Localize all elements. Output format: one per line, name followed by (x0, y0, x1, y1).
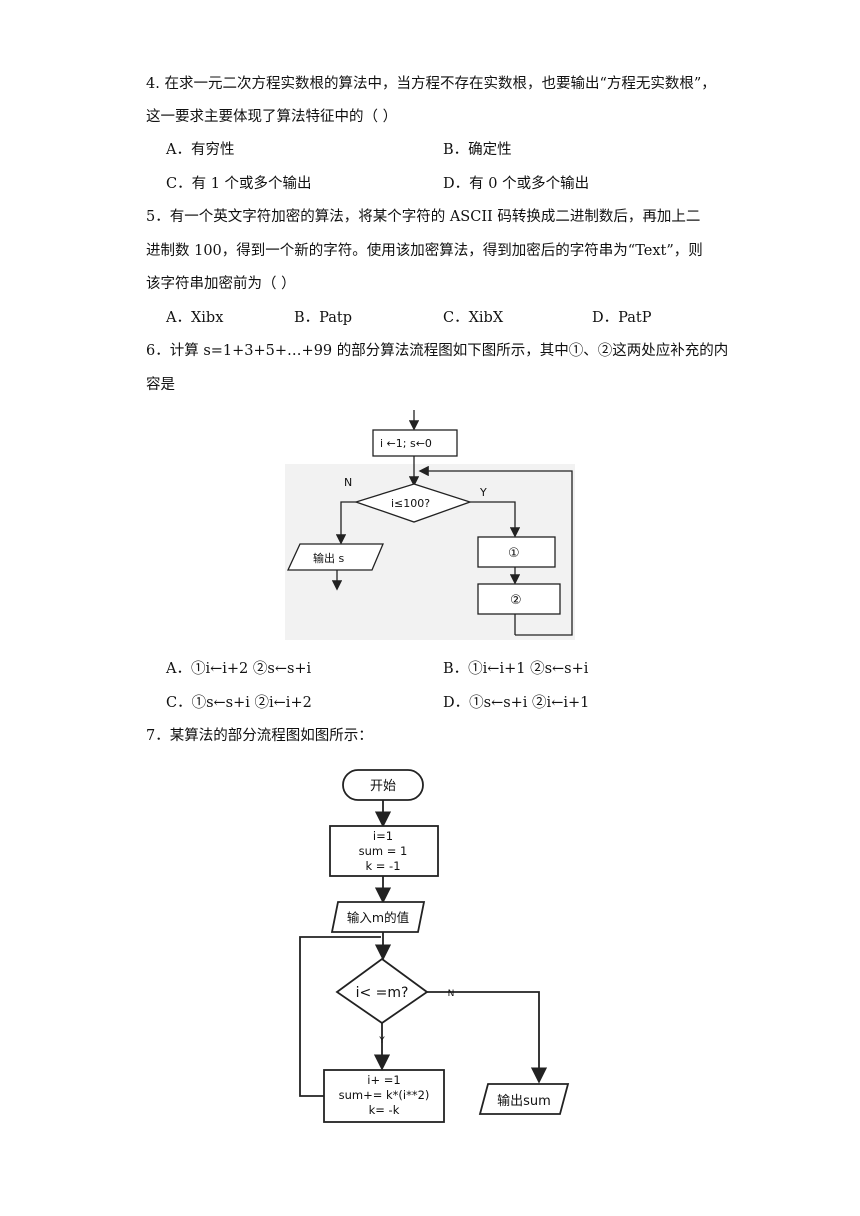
q5-option-a[interactable]: A．Xibx (166, 310, 224, 326)
q5-option-c[interactable]: C．XibX (443, 310, 504, 326)
output-parallelogram (286, 543, 384, 571)
init-line-2: sum = 1 (359, 844, 408, 858)
body-line-2: sum+= k*(i**2) (339, 1088, 430, 1102)
box-1 (477, 536, 556, 568)
q4-stem-line1: 4. 在求一元二次方程实数根的算法中，当方程不存在实数根，也要输出“方程无实数根… (146, 76, 716, 92)
q6-stem-line2: 容是 (146, 377, 175, 393)
box-1-label: ① (508, 546, 520, 561)
loop-body-box (323, 1069, 445, 1123)
q5-option-b[interactable]: B．Patp (294, 310, 353, 326)
no-branch-line (335, 501, 356, 545)
q5-option-d[interactable]: D．PatP (592, 310, 652, 326)
q5-stem-line2: 进制数 100，得到一个新的字符。使用该加密算法，得到加密后的字符串为“Text… (146, 243, 703, 259)
output-label: 输出sum (497, 1093, 551, 1109)
body-line-1: i+ =1 (367, 1073, 400, 1087)
q6-flowchart: i ←1; s←0 i≤100? N Y 输出 s ① ② (285, 410, 575, 640)
q6-option-b[interactable]: B．①i←i+1 ②s←s+i (443, 661, 589, 677)
box-2 (477, 583, 561, 615)
body-line-3: k= -k (369, 1103, 400, 1117)
init-box-label: i ←1; s←0 (380, 437, 432, 450)
no-label: N (344, 476, 352, 489)
q5-stem-line3: 该字符串加密前为（ ） (146, 276, 296, 292)
yes-label: Y (479, 486, 487, 499)
init-box (372, 429, 458, 457)
q4-option-a[interactable]: A．有穷性 (166, 142, 235, 158)
no-branch-line (427, 991, 548, 1084)
q4-option-d[interactable]: D．有 0 个或多个输出 (443, 176, 590, 192)
condition-label: i≤100? (391, 497, 430, 510)
condition-label: i< =m? (356, 985, 409, 1001)
condition-diamond (353, 483, 473, 523)
q4-option-c[interactable]: C．有 1 个或多个输出 (166, 176, 312, 192)
input-parallelogram (330, 901, 426, 933)
output-parallelogram (478, 1083, 570, 1115)
q6-option-d[interactable]: D．①s←s+i ②i←i+1 (443, 695, 590, 711)
init-box (329, 825, 439, 877)
no-label: N (448, 989, 455, 999)
q6-option-c[interactable]: C．①s←s+i ②i←i+2 (166, 695, 312, 711)
q7-stem-line1: 7．某算法的部分流程图如图所示： (146, 728, 373, 744)
init-line-1: i=1 (373, 829, 393, 843)
loop-back-line (418, 465, 573, 636)
loop-back-line (299, 936, 381, 1097)
input-label: 输入m的值 (347, 910, 409, 925)
q4-stem-line2: 这一要求主要体现了算法特征中的（ ） (146, 109, 398, 125)
box-2-label: ② (510, 593, 522, 608)
q6-stem-line1: 6．计算 s=1+3+5+…+99 的部分算法流程图如下图所示，其中①、②这两处… (146, 343, 729, 359)
q6-option-a[interactable]: A．①i←i+2 ②s←s+i (166, 661, 312, 677)
q4-option-b[interactable]: B．确定性 (443, 142, 512, 158)
yes-branch-line (470, 501, 521, 538)
start-label: 开始 (370, 779, 396, 794)
q5-stem-line1: 5．有一个英文字符加密的算法，将某个字符的 ASCII 码转换成二进制数后，再加… (146, 209, 701, 225)
init-line-3: k = -1 (365, 859, 400, 873)
q7-flowchart: 开始 i=1 sum = 1 k = -1 输入m的值 i< =m? N Y i… (299, 769, 570, 1123)
output-label: 输出 s (313, 551, 344, 565)
yes-label: Y (378, 1036, 385, 1046)
